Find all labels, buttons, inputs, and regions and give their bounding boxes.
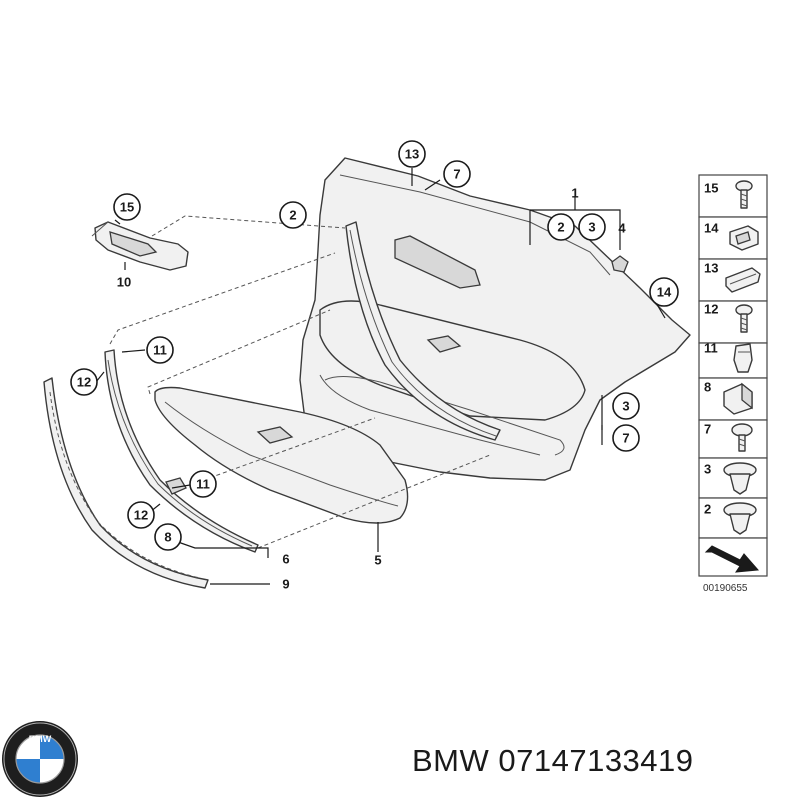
label-9: 9 xyxy=(282,577,289,592)
screw-icon xyxy=(735,180,753,209)
callout-2-sub: 2 xyxy=(547,213,575,241)
svg-text:15: 15 xyxy=(120,200,134,215)
svg-text:BMW: BMW xyxy=(29,734,52,744)
legend-num-15: 15 xyxy=(704,181,718,196)
trim-strip-9 xyxy=(43,377,209,589)
label-4: 4 xyxy=(618,221,626,236)
svg-text:12: 12 xyxy=(77,375,91,390)
part-number-text: BMW 07147133419 xyxy=(412,743,694,778)
callout-3-right: 3 xyxy=(612,392,640,420)
screw-icon xyxy=(731,423,753,452)
label-1: 1 xyxy=(571,186,578,201)
legend-num-8: 8 xyxy=(704,380,711,395)
svg-text:2: 2 xyxy=(557,220,564,235)
callout-3-sub: 3 xyxy=(578,213,606,241)
svg-text:13: 13 xyxy=(405,147,419,162)
callout-11-mid: 11 xyxy=(189,470,217,498)
trim-strip-6 xyxy=(104,349,259,553)
push-clip-icon xyxy=(723,502,757,535)
callout-2-left: 2 xyxy=(279,201,307,229)
armrest-panel xyxy=(154,386,409,524)
callout-14: 14 xyxy=(649,277,679,307)
callout-7-top: 7 xyxy=(443,160,471,188)
callout-15: 15 xyxy=(113,193,141,221)
svg-text:2: 2 xyxy=(289,208,296,223)
label-6: 6 xyxy=(282,552,289,567)
legend-num-3: 3 xyxy=(704,462,711,477)
pull-strip xyxy=(345,221,501,441)
diagram-code: 00190655 xyxy=(703,583,748,594)
screw-icon xyxy=(735,304,753,333)
label-5: 5 xyxy=(374,553,381,568)
callout-7-right: 7 xyxy=(612,424,640,452)
svg-text:8: 8 xyxy=(164,530,171,545)
nut-clip-icon xyxy=(733,343,753,373)
legend-num-7: 7 xyxy=(704,422,711,437)
legend-num-13: 13 xyxy=(704,261,718,276)
svg-text:11: 11 xyxy=(153,343,167,358)
push-clip-icon xyxy=(723,462,757,495)
callout-12-top: 12 xyxy=(70,368,98,396)
legend-num-12: 12 xyxy=(704,302,718,317)
parts-legend: 15 14 13 12 11 8 7 3 2 xyxy=(698,174,768,594)
clip-icon xyxy=(729,225,759,251)
label-10: 10 xyxy=(117,275,131,290)
bmw-logo-icon: BMW xyxy=(2,721,78,797)
callout-8: 8 xyxy=(154,523,182,551)
svg-text:7: 7 xyxy=(453,167,460,182)
clip-icon xyxy=(725,267,761,293)
clip-icon xyxy=(723,382,753,415)
svg-text:3: 3 xyxy=(622,399,629,414)
reference-lines xyxy=(109,215,491,549)
legend-num-14: 14 xyxy=(704,221,719,236)
front-arrow-icon xyxy=(704,545,760,573)
svg-text:3: 3 xyxy=(588,220,595,235)
callout-13-top: 13 xyxy=(398,140,426,168)
callout-12-mid: 12 xyxy=(127,501,155,529)
svg-text:12: 12 xyxy=(134,508,148,523)
svg-text:14: 14 xyxy=(657,285,672,300)
legend-num-11: 11 xyxy=(704,341,718,356)
svg-text:11: 11 xyxy=(196,477,210,492)
callout-11-top: 11 xyxy=(146,336,174,364)
svg-text:7: 7 xyxy=(622,431,629,446)
legend-num-2: 2 xyxy=(704,502,711,517)
door-handle xyxy=(91,221,189,271)
